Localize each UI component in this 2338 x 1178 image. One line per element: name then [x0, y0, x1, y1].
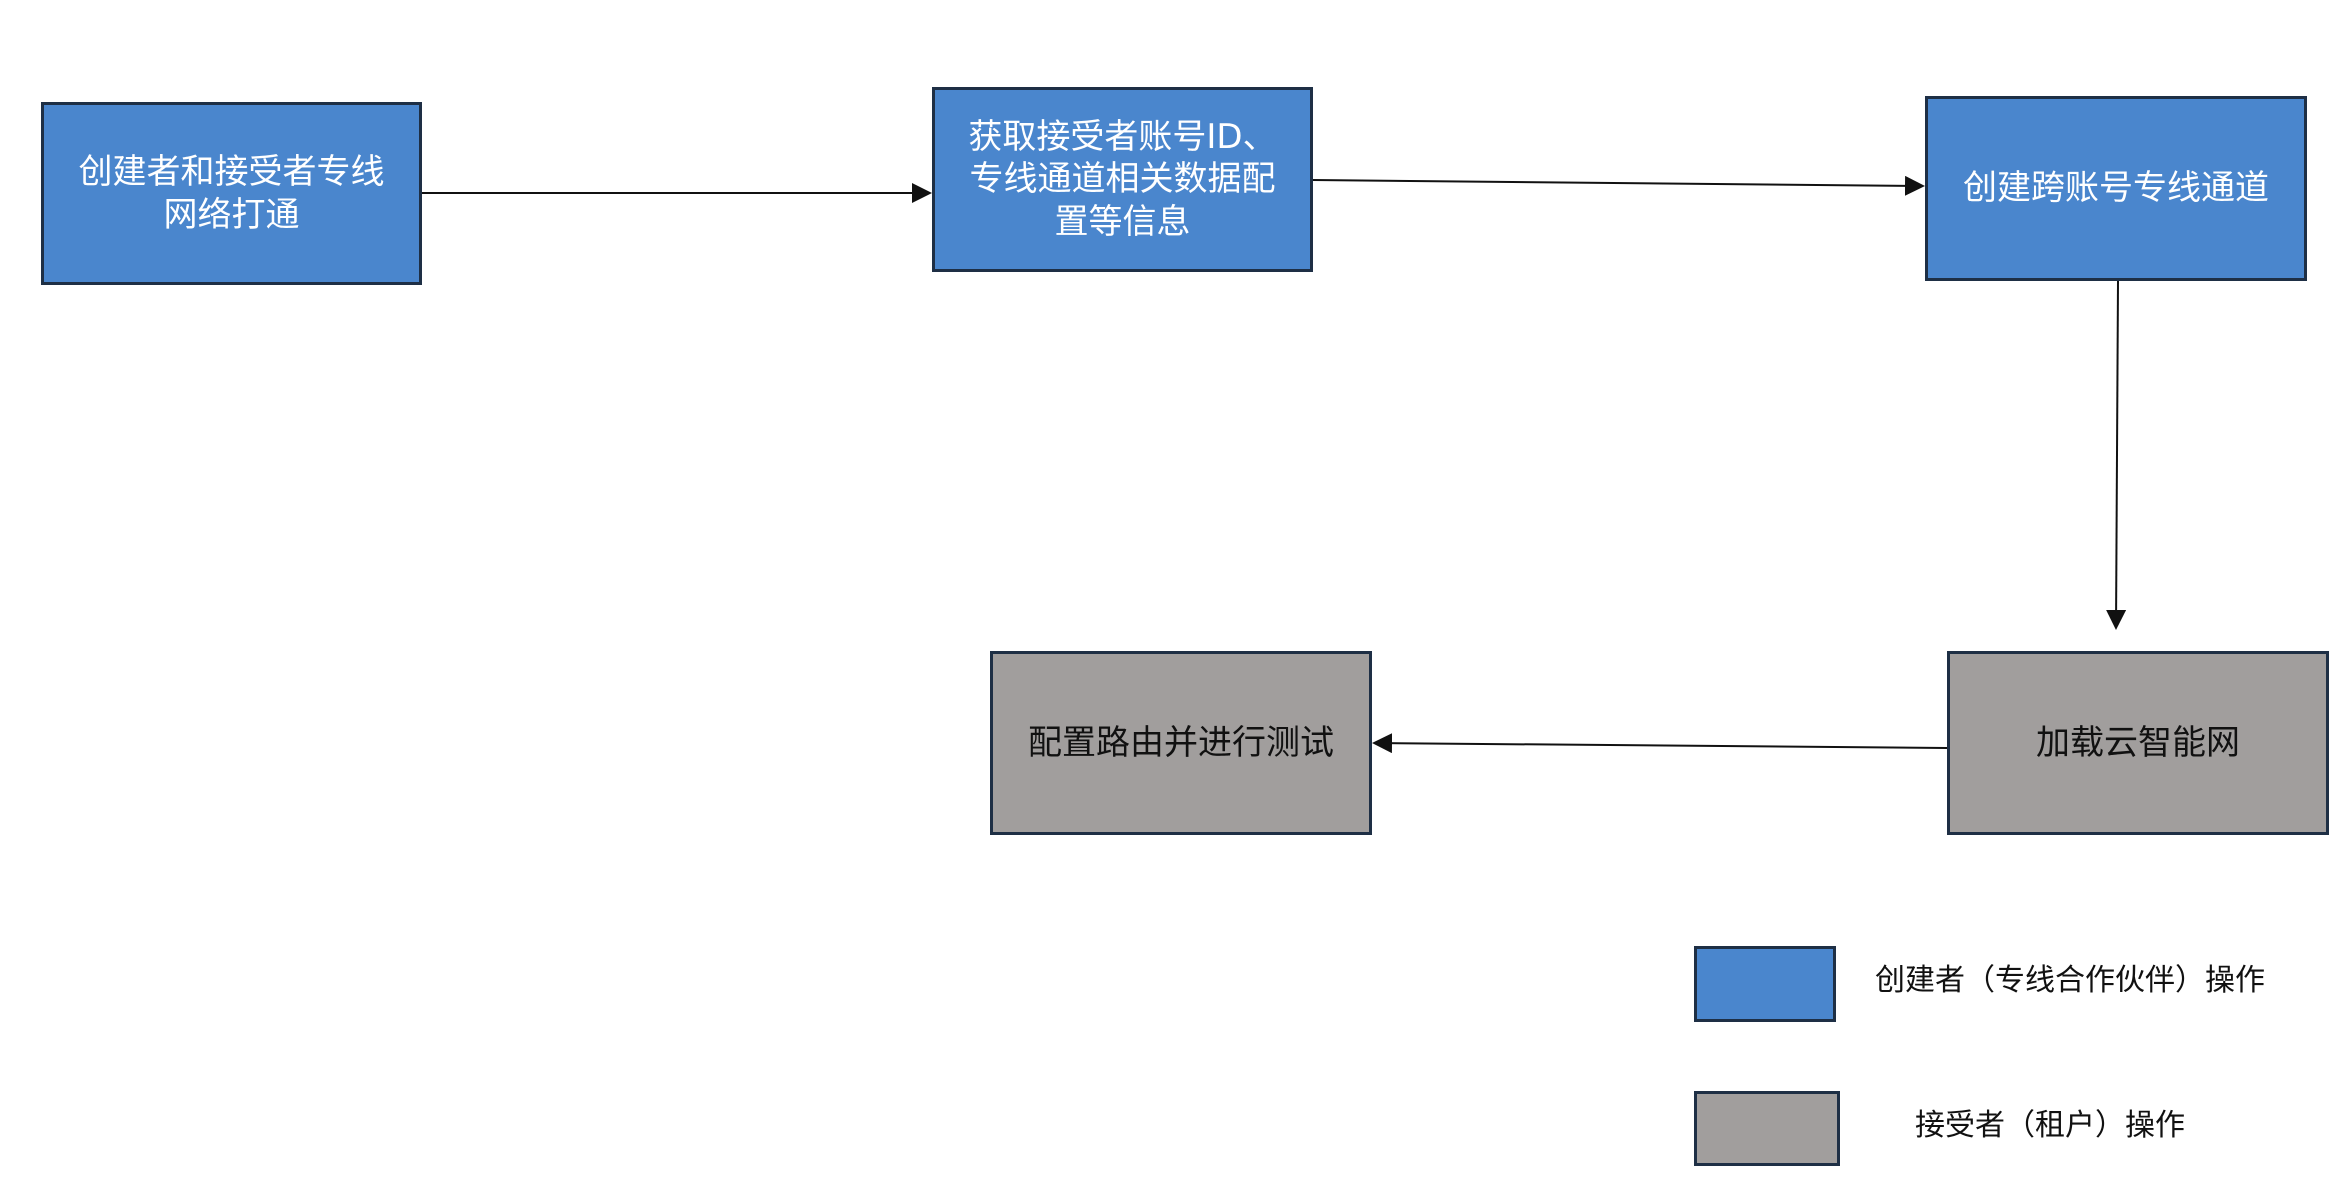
node-text-line: 配置路由并进行测试: [1028, 722, 1334, 763]
node-load-network: 加载云智能网: [1947, 651, 2329, 835]
legend-label-creator: 创建者（专线合作伙伴）操作: [1875, 963, 2265, 998]
node-collect-info: 获取接受者账号ID、 专线通道相关数据配 置等信息: [932, 87, 1313, 272]
node-text-line: 置等信息: [1054, 201, 1191, 242]
legend-label-acceptor: 接受者（租户）操作: [1915, 1108, 2185, 1143]
node-text-line: 网络打通: [163, 194, 300, 235]
legend-swatch-acceptor: [1694, 1091, 1840, 1166]
node-text-line: 加载云智能网: [2036, 722, 2240, 763]
legend-swatch-creator: [1694, 946, 1836, 1022]
node-create-channel: 创建跨账号专线通道: [1925, 96, 2307, 281]
arrow-collect-to-create-channel: [1312, 175, 1925, 196]
node-text-line: 专线通道相关数据配: [969, 159, 1276, 200]
arrow-load-network-to-route-test: [1372, 733, 1948, 754]
arrow-create-channel-to-load-network: [2106, 280, 2127, 630]
node-text-line: 创建跨账号专线通道: [1963, 168, 2269, 209]
node-text-line: 获取接受者账号ID、: [968, 116, 1277, 157]
node-route-test: 配置路由并进行测试: [990, 651, 1372, 835]
node-network-connect: 创建者和接受者专线 网络打通: [41, 102, 422, 285]
node-text-line: 创建者和接受者专线: [78, 152, 385, 192]
